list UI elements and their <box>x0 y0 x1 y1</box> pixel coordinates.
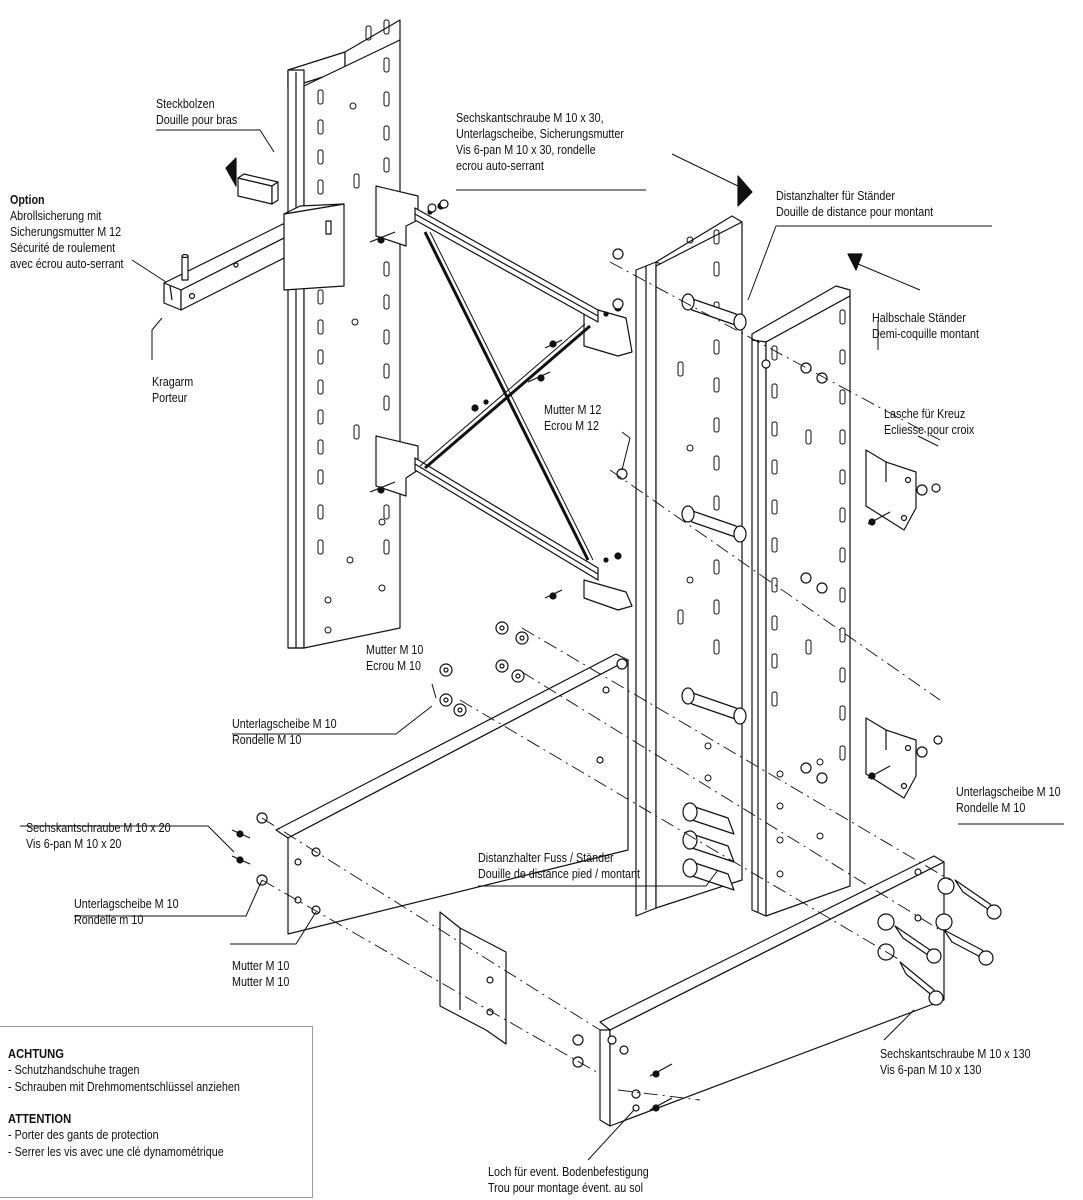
long-bolts <box>877 877 1002 1006</box>
warning-line: - Schrauben mit Drehmomentschlüssel anzi… <box>8 1080 240 1094</box>
left-column-upright <box>287 19 401 649</box>
warning-line: - Schutzhandschuhe tragen <box>8 1063 140 1077</box>
label-sechskant-m10x30: Sechskantschraube M 10 x 30,Unterlagsche… <box>456 111 624 173</box>
right-outer-half-shell <box>751 285 851 917</box>
assembly-axes <box>261 261 951 1101</box>
leader-lines <box>20 129 1064 1161</box>
base-foot-rear <box>275 653 629 935</box>
spacer-bracket <box>439 911 507 1045</box>
small-bolts <box>231 511 891 1112</box>
direction-arrows <box>671 153 921 291</box>
warning-title-fr: ATTENTION <box>8 1111 72 1126</box>
warning-box: ACHTUNG - Schutzhandschuhe tragen - Schr… <box>0 1026 313 1198</box>
cross-brackets <box>865 449 917 799</box>
right-inner-upright <box>635 215 743 917</box>
option-title: Option <box>10 193 45 207</box>
upright-spacers <box>681 293 747 891</box>
cantilever-arm <box>163 157 345 311</box>
cross-bracing <box>369 185 633 611</box>
warning-line: - Serrer les vis avec une clé dynamométr… <box>8 1145 224 1159</box>
warning-title-de: ACHTUNG <box>8 1046 64 1061</box>
base-foot-front <box>599 855 945 1127</box>
warning-line: - Porter des gants de protection <box>8 1128 159 1142</box>
nuts-and-washers <box>256 199 943 1068</box>
